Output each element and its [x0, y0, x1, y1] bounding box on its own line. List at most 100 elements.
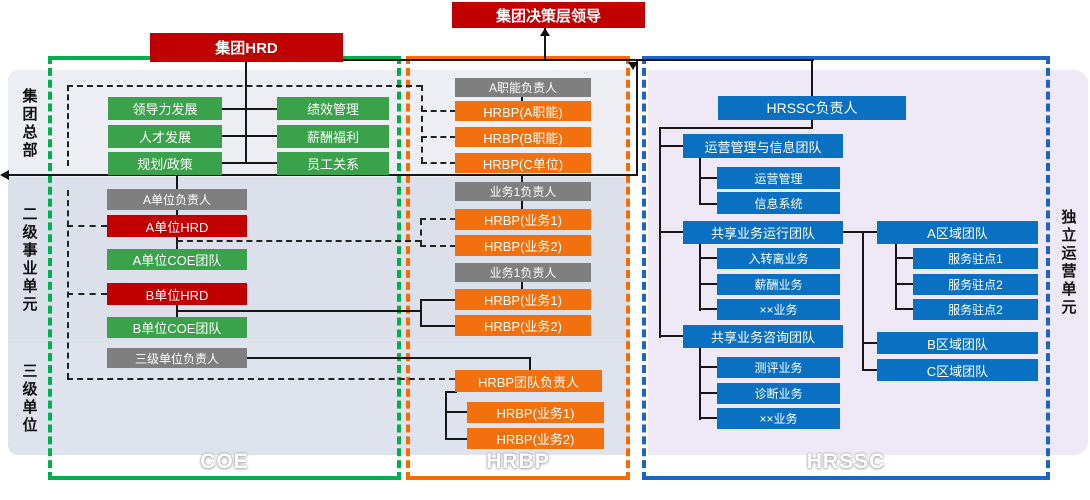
connector: [895, 308, 914, 310]
node-ops-info-team: 运营管理与信息团队: [683, 134, 843, 158]
connector: [222, 108, 277, 110]
node-performance-mgmt: 绩效管理: [277, 97, 389, 120]
connector: [843, 231, 879, 233]
hrbp-zone: [406, 56, 630, 480]
node-diagnosis-biz: 诊断业务: [717, 383, 840, 404]
hrssc-zone: [642, 56, 1050, 480]
row-label-hq: 集团总部: [20, 87, 38, 160]
node-hrbp-a-function: HRBP(A职能): [455, 101, 591, 121]
connector: [521, 97, 523, 102]
node-hrbp-biz1-2: HRBP(业务1): [455, 289, 591, 310]
connector: [420, 299, 456, 301]
dashed-connector: [67, 85, 422, 87]
connector: [811, 120, 813, 129]
connector: [895, 283, 914, 285]
connector: [521, 174, 523, 183]
dashed-connector: [420, 245, 456, 247]
node-b-unit-hrd: B单位HRD: [107, 283, 247, 305]
connector: [8, 174, 638, 176]
node-service-point-1: 服务驻点1: [913, 248, 1038, 269]
connector: [699, 283, 718, 285]
dashed-connector: [67, 378, 455, 380]
connector: [222, 135, 277, 137]
node-hrbp-biz1-3: HRBP(业务1): [467, 402, 604, 423]
node-hrssc-head: HRSSC负责人: [718, 96, 906, 120]
node-ops-mgmt: 运营管理: [717, 167, 840, 189]
row-label-independent: 独立运营单元: [1059, 208, 1077, 317]
dashed-connector: [421, 85, 423, 163]
connector: [699, 366, 718, 368]
connector: [176, 210, 178, 216]
node-service-point-2: 服务驻点2: [913, 274, 1038, 295]
node-onboarding-biz: 入转离业务: [717, 248, 840, 269]
node-hrbp-biz2-1: HRBP(业务2): [455, 235, 591, 256]
connector: [245, 61, 247, 164]
node-xx-biz-run: ××业务: [717, 299, 840, 320]
connector: [529, 357, 531, 371]
dashed-connector: [420, 219, 422, 246]
connector: [177, 310, 421, 312]
node-b-unit-coe-team: B单位COE团队: [107, 317, 247, 338]
node-shared-run-team: 共享业务运行团队: [683, 221, 843, 244]
node-assessment-biz: 测评业务: [717, 357, 840, 378]
connector: [247, 357, 531, 359]
connector: [811, 59, 813, 97]
dashed-connector: [67, 293, 107, 295]
node-hrbp-biz2-3: HRBP(业务2): [467, 428, 604, 449]
connector: [895, 244, 897, 310]
connector: [176, 237, 178, 250]
dashed-connector: [421, 162, 456, 164]
dashed-connector: [67, 85, 69, 166]
connector: [862, 369, 878, 371]
connector: [521, 201, 523, 210]
connector: [176, 174, 178, 190]
node-comp-benefits: 薪酬福利: [277, 125, 389, 148]
dashed-connector: [67, 225, 107, 227]
node-info-system: 信息系统: [717, 192, 840, 214]
node-leadership-development: 领导力发展: [108, 97, 222, 120]
node-level3-unit-head: 三级单位负责人: [107, 348, 247, 368]
node-xx-biz-consult: ××业务: [717, 408, 840, 429]
arrow-left-icon: [0, 170, 9, 180]
dashed-connector: [67, 190, 69, 379]
connector: [636, 59, 638, 176]
dashed-connector: [421, 110, 456, 112]
node-employee-relations: 员工关系: [277, 152, 389, 175]
row-label-level2: 二级事业单元: [20, 206, 38, 314]
node-decision-leadership: 集团决策层领导: [452, 2, 645, 28]
node-a-unit-hrd: A单位HRD: [107, 215, 247, 237]
node-planning-policy: 规划/政策: [108, 152, 222, 175]
hrbp-footer-label: HRBP: [486, 450, 550, 473]
connector: [699, 417, 718, 419]
connector: [660, 335, 684, 337]
connector: [862, 231, 864, 371]
dashed-connector: [177, 240, 421, 242]
connector: [660, 231, 684, 233]
connector: [246, 59, 814, 61]
connector: [420, 299, 422, 327]
connector: [699, 257, 718, 259]
node-hrbp-team-lead: HRBP团队负责人: [455, 370, 602, 392]
connector: [895, 257, 914, 259]
connector: [222, 162, 277, 164]
connector: [660, 145, 684, 147]
connector: [699, 392, 718, 394]
connector: [699, 177, 718, 179]
node-talent-development: 人才发展: [108, 125, 222, 148]
node-group-hrd: 集团HRD: [150, 33, 343, 62]
connector: [420, 325, 456, 327]
connector: [445, 391, 457, 393]
node-a-function-head: A职能负责人: [455, 78, 591, 97]
dashed-connector: [420, 218, 456, 220]
node-hrbp-b-function: HRBP(B职能): [455, 127, 591, 147]
node-region-a-team: A区域团队: [877, 221, 1038, 244]
row-label-level3: 三级单位: [20, 363, 38, 435]
dashed-connector: [421, 136, 456, 138]
node-hrbp-c-unit: HRBP(C单位): [455, 153, 591, 173]
connector: [699, 308, 718, 310]
connector: [862, 342, 878, 344]
arrow-up-icon: [540, 28, 550, 36]
node-shared-consult-team: 共享业务咨询团队: [683, 325, 843, 348]
node-region-c-team: C区域团队: [877, 359, 1038, 381]
